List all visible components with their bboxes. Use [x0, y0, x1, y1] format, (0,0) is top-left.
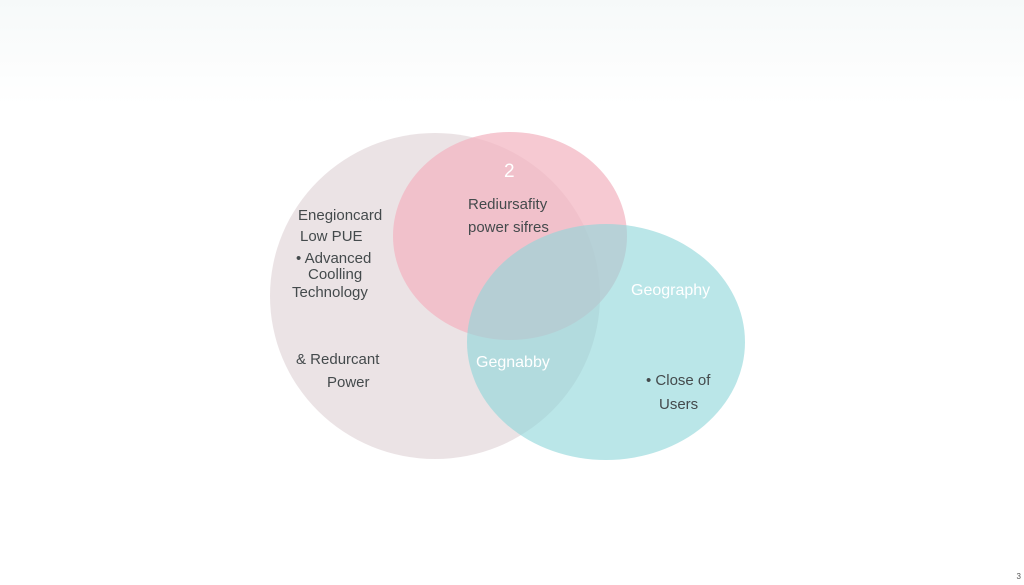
left-label-line-2: Low PUE — [300, 228, 363, 245]
top-label-line-2: power sifres — [468, 219, 549, 236]
center-overlap-label: Gegnabby — [476, 354, 550, 371]
top-label-line-1: Rediursafity — [468, 196, 548, 213]
right-circle-title: Geography — [631, 282, 711, 299]
left-label-line-4: Coolling — [308, 266, 363, 283]
right-label-line-2: Users — [659, 396, 699, 413]
right-label-line-1: • Close of — [646, 372, 711, 389]
left-label-line-5: Technology — [292, 284, 368, 301]
left-label-line-3: • Advanced — [296, 250, 372, 267]
top-circle-number: 2 — [504, 161, 515, 182]
venn-circle-right — [467, 224, 745, 460]
left-label-line-1: Enegioncard — [298, 207, 383, 224]
page-number: 3 — [1016, 572, 1021, 581]
left-label-line-7: Power — [327, 374, 370, 391]
left-label-line-6: & Redurcant — [296, 351, 380, 368]
